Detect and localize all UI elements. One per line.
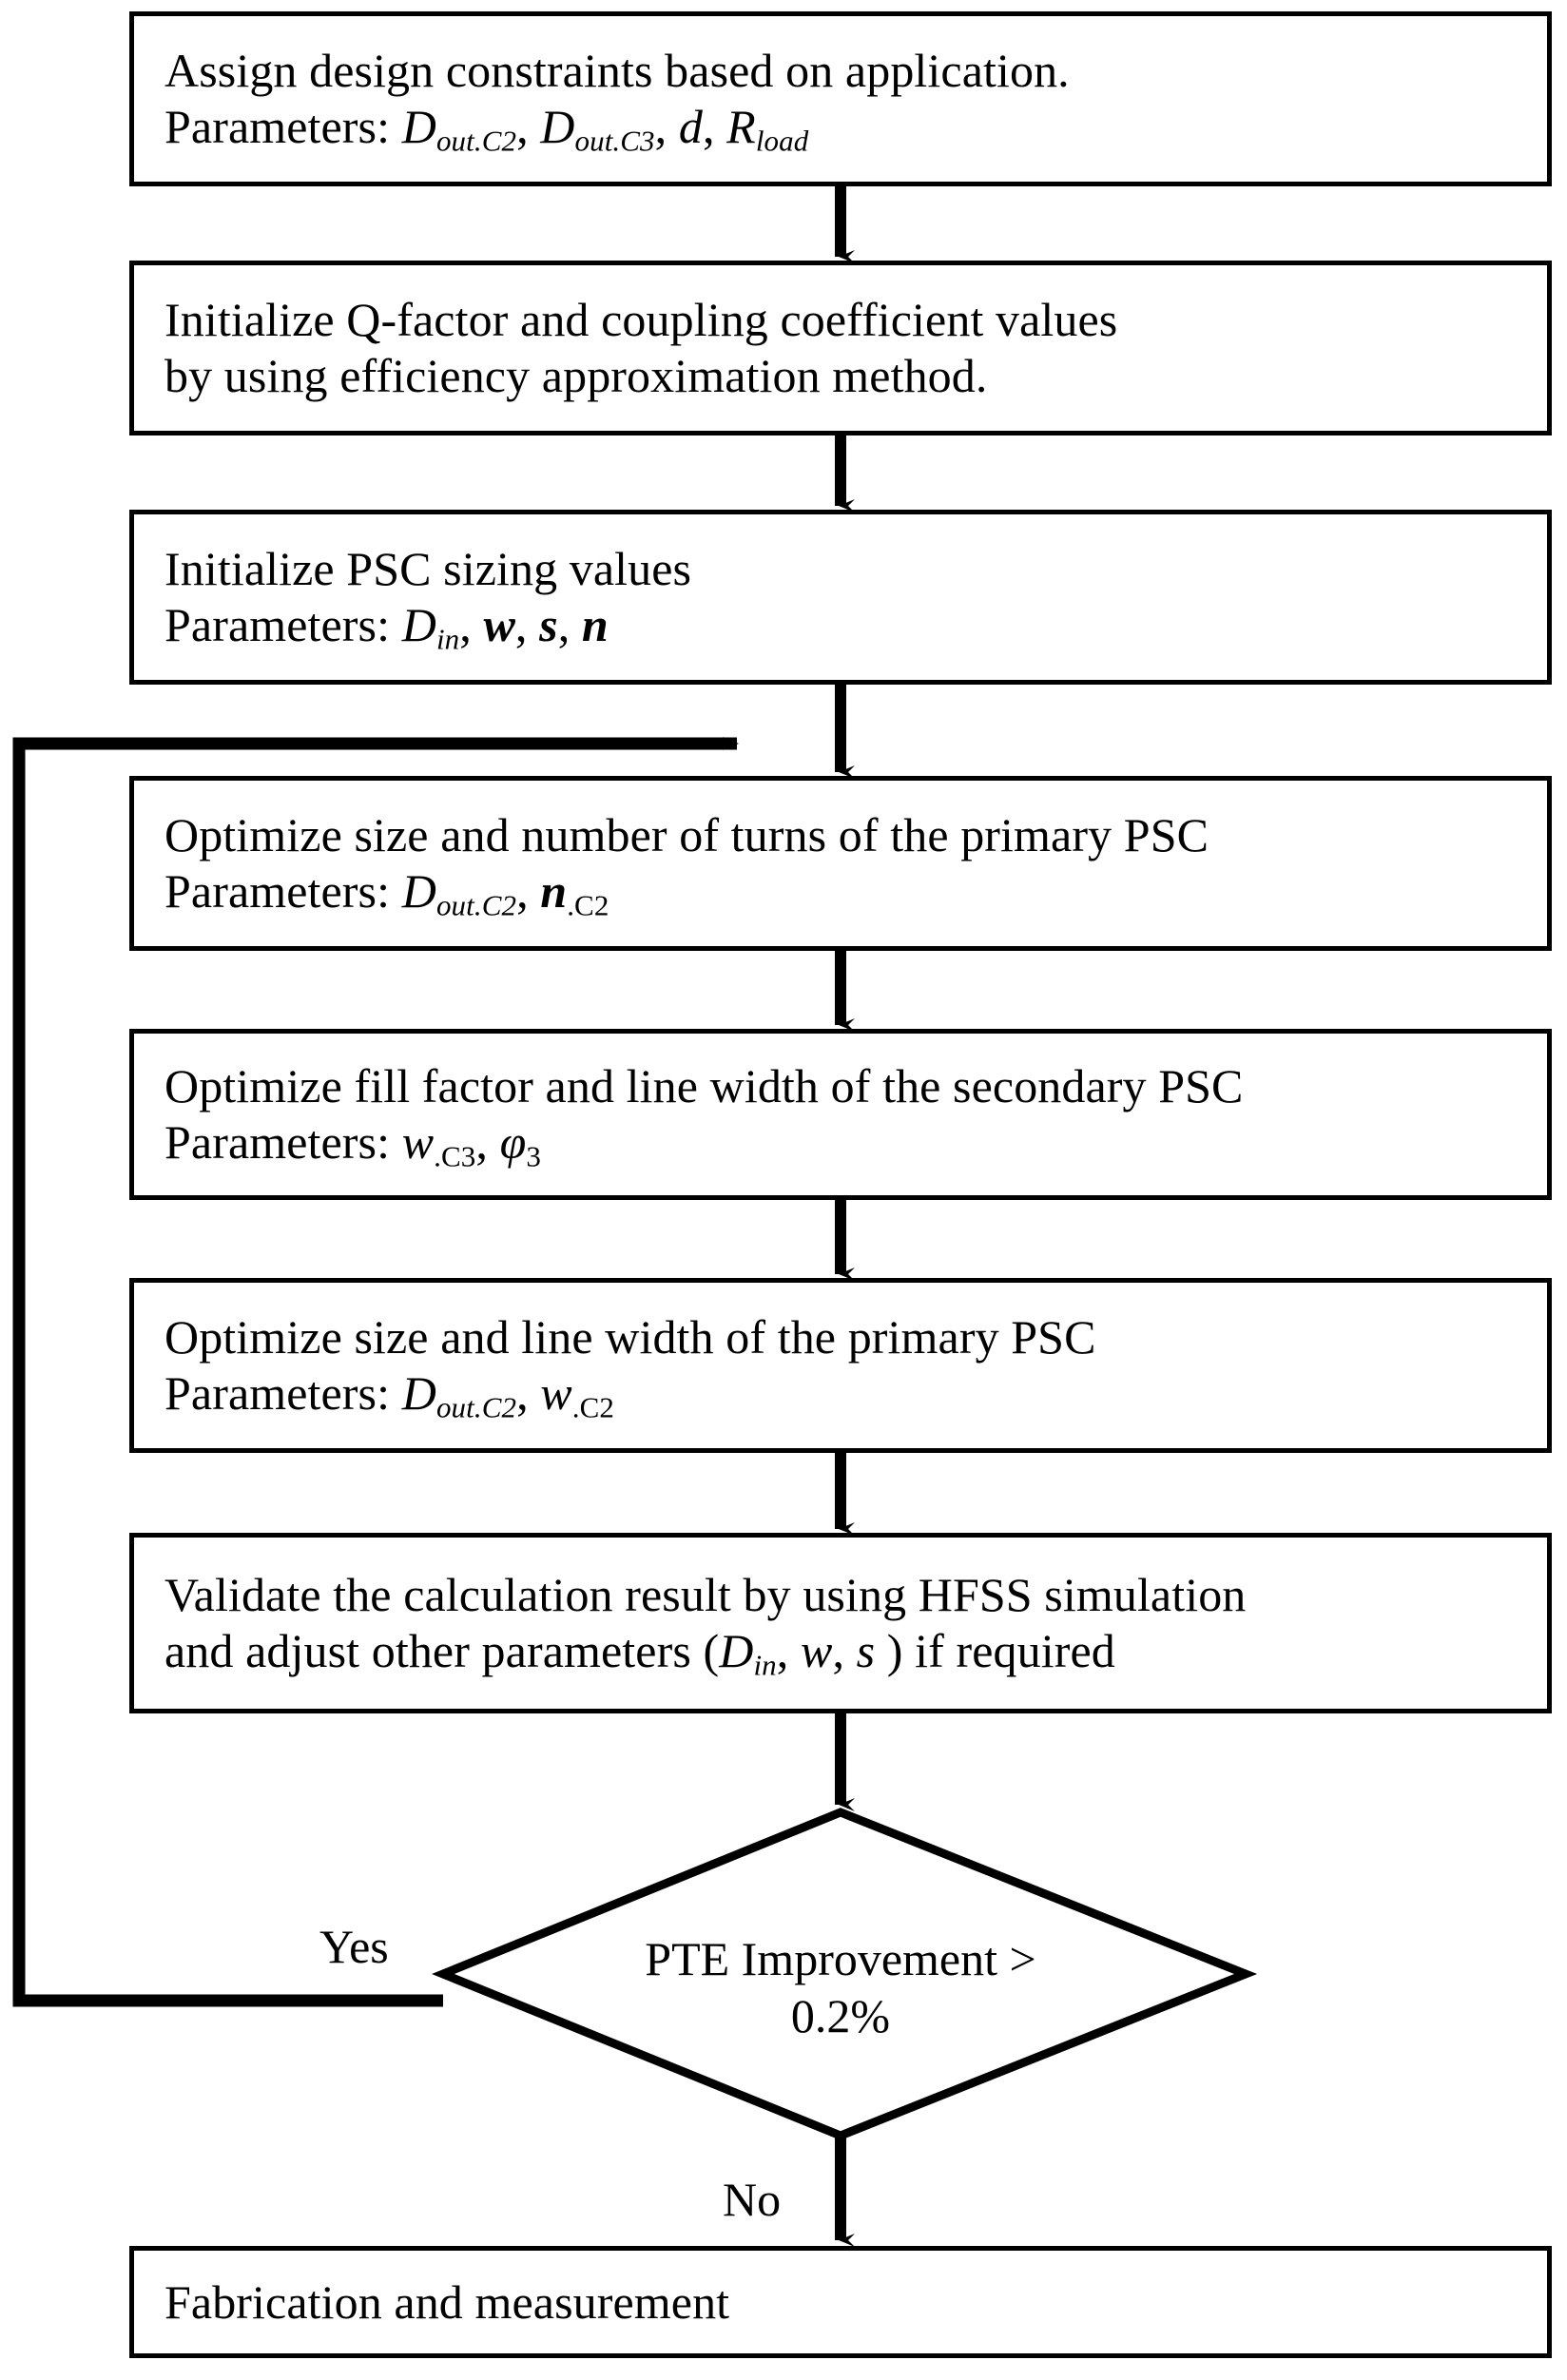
node-line-2: and adjust other parameters (Din, w, s )… (164, 1623, 1547, 1682)
symbol-sub-out-c2: out.C2 (435, 124, 517, 158)
decision-node-pte-improvement[interactable]: PTE Improvement > 0.2% (555, 1930, 1126, 2044)
node-line-1: Optimize fill factor and line width of t… (164, 1059, 1244, 1113)
node-line-2-prefix: and adjust other parameters ( (164, 1624, 720, 1677)
parameters-label: Parameters: (164, 864, 402, 918)
comma-2: , (514, 598, 540, 651)
symbol-n: n (581, 598, 609, 651)
node-line-2-suffix: ) if required (875, 1624, 1115, 1677)
process-node-optimize-size-linewidth-primary[interactable]: Optimize size and line width of the prim… (129, 1278, 1552, 1453)
symbol-D: D (401, 598, 436, 651)
parameters-label: Parameters: (164, 1366, 402, 1420)
process-node-fabrication-measurement[interactable]: Fabrication and measurement (129, 2246, 1552, 2358)
comma-1: , (516, 864, 541, 918)
symbol-phi: φ (499, 1115, 527, 1169)
symbol-D: D (401, 100, 436, 153)
node-line-2: by using efficiency approximation method… (164, 349, 988, 402)
process-node-assign-constraints[interactable]: Assign design constraints based on appli… (129, 11, 1552, 186)
edge-label-no: No (723, 2173, 782, 2226)
node-line-1: Validate the calculation result by using… (164, 1568, 1247, 1621)
node-line-2-parameters: Parameters: Din, w, s, n (164, 597, 1547, 656)
symbol-D: D (719, 1624, 754, 1677)
node-line-2-parameters: Parameters: Dout.C2, n.C2 (164, 863, 1547, 922)
node-line-1: Optimize size and number of turns of the… (164, 808, 1209, 861)
symbol-w: w (800, 1624, 833, 1677)
symbol-sub-load: load (755, 124, 809, 158)
decision-line-1: PTE Improvement > (645, 1932, 1036, 1985)
parameters-label: Parameters: (164, 1115, 402, 1169)
node-line-1: Fabrication and measurement (164, 2274, 730, 2329)
symbol-w: w (540, 1366, 572, 1420)
process-node-optimize-fillfactor-secondary[interactable]: Optimize fill factor and line width of t… (129, 1029, 1552, 1200)
symbol-w: w (401, 1115, 435, 1169)
comma-3: , (702, 100, 727, 153)
symbol-sub-in: in (753, 1648, 777, 1682)
parameters-label: Parameters: (164, 598, 402, 651)
decision-line-2: 0.2% (790, 1989, 891, 2042)
symbol-sub-out-c2: out.C2 (435, 888, 517, 922)
symbol-D: D (401, 864, 436, 918)
node-line-1: Optimize size and line width of the prim… (164, 1310, 1096, 1364)
comma-1: , (475, 1115, 500, 1169)
node-line-1: Initialize PSC sizing values (164, 542, 692, 595)
symbol-sub-c2: .C2 (567, 888, 609, 922)
comma-1: , (776, 1624, 801, 1677)
symbol-sub-c2: .C2 (571, 1390, 614, 1424)
symbol-sub-c3: .C3 (434, 1139, 476, 1173)
symbol-d: d (678, 100, 703, 153)
node-line-2-parameters: Parameters: w.C3, φ3 (164, 1114, 1547, 1171)
comma-1: , (516, 100, 541, 153)
comma-1: , (459, 598, 484, 651)
symbol-s: s (856, 1624, 876, 1677)
symbol-D: D (401, 1366, 436, 1420)
comma-3: , (557, 598, 582, 651)
comma-2: , (832, 1624, 857, 1677)
symbol-sub-3: 3 (526, 1139, 541, 1173)
node-line-1: Assign design constraints based on appli… (164, 44, 1070, 97)
symbol-n: n (540, 864, 568, 918)
symbol-sub-out-c3: out.C3 (574, 124, 655, 158)
symbol-w: w (483, 598, 515, 651)
process-node-initialize-qfactor[interactable]: Initialize Q-factor and coupling coeffic… (129, 261, 1552, 435)
comma-1: , (516, 1366, 541, 1420)
process-node-optimize-turns-primary[interactable]: Optimize size and number of turns of the… (129, 776, 1552, 951)
parameters-label: Parameters: (164, 100, 402, 153)
symbol-D-2: D (540, 100, 575, 153)
symbol-R: R (726, 100, 756, 153)
node-line-2-parameters: Parameters: Dout.C2, w.C2 (164, 1365, 1547, 1422)
comma-2: , (654, 100, 679, 153)
symbol-s: s (539, 598, 558, 651)
process-node-initialize-psc-sizing[interactable]: Initialize PSC sizing values Parameters:… (129, 510, 1552, 685)
node-line-1: Initialize Q-factor and coupling coeffic… (164, 293, 1118, 346)
symbol-sub-out-c2: out.C2 (435, 1390, 517, 1424)
symbol-sub-in: in (435, 622, 460, 656)
node-line-2-parameters: Parameters: Dout.C2, Dout.C3, d, Rload (164, 99, 1547, 158)
process-node-validate-hfss[interactable]: Validate the calculation result by using… (129, 1533, 1552, 1713)
edge-label-yes: Yes (319, 1920, 389, 1973)
